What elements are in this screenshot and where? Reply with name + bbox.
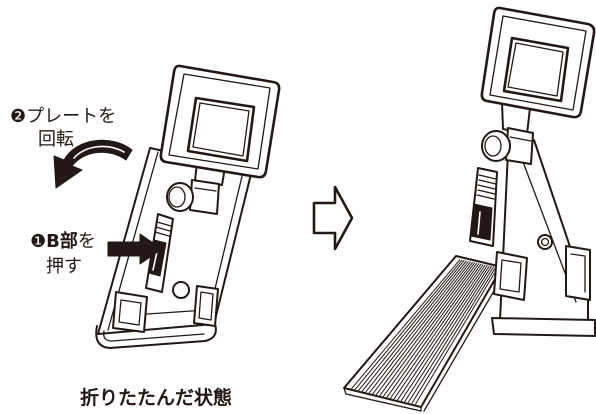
opened-stand-figure [343, 6, 596, 412]
ramp-stripe [404, 265, 493, 403]
lever-ridge [477, 184, 496, 190]
display-plate-screen-inner [192, 102, 250, 157]
hinge-block-edge [194, 187, 217, 192]
lever-ridge [156, 221, 172, 227]
foot-bracket [565, 245, 591, 301]
step-2-marker: ❷ [10, 106, 27, 127]
display-plate-frame-inner [489, 15, 587, 111]
ramp-stripes [350, 259, 499, 405]
ramp-stripe [393, 264, 486, 400]
hinge-block-edge [509, 136, 532, 142]
foot-bracket-inner [570, 253, 586, 293]
ramp-stripe [378, 262, 478, 397]
ramp-thickness-bottom [343, 387, 422, 412]
bracket-right [193, 285, 219, 327]
ramp-stripe [396, 265, 488, 401]
ramp-stripe [364, 260, 469, 394]
hinge-knob-face [168, 186, 186, 208]
lever-ridge [155, 226, 171, 232]
bracket-left [112, 291, 148, 333]
rotate-arrow-icon [53, 139, 133, 189]
display-plate-screen [186, 96, 256, 163]
folded-stand-figure [95, 64, 281, 349]
bracket-right-inner [198, 291, 214, 321]
stand-hole-inner [540, 237, 550, 247]
hinge-knob-face [484, 135, 502, 157]
rotate-arrow-highlight [73, 145, 125, 159]
folded-state-caption: 折りたたんだ状態 [80, 387, 233, 409]
lever-ridge [478, 174, 497, 180]
ramp-stripe [371, 261, 474, 395]
rotate-text: 回転 [38, 129, 74, 150]
stand-foot-inner [103, 330, 205, 342]
lever-ridge [476, 194, 495, 200]
hinge-block [189, 179, 220, 215]
stand-hole [172, 281, 190, 299]
ramp-stripe [350, 259, 461, 391]
lever-ridge [154, 231, 170, 237]
ramp-bracket-inner [499, 259, 522, 293]
display-plate-screen-inner [507, 42, 564, 97]
part-b-name: B部 [46, 231, 78, 252]
bracket-left-inner [118, 299, 142, 326]
next-step-arrow-icon [312, 185, 354, 251]
ramp-stripe [368, 261, 471, 395]
ramp-stripe [357, 260, 465, 392]
display-plate-screen [502, 36, 570, 103]
ramp-stripe [375, 262, 476, 396]
stand-base [491, 317, 596, 337]
step-1-marker: ❶ [30, 231, 47, 252]
ramp-stripe [389, 264, 484, 399]
latch-highlight [477, 211, 481, 235]
stand-foot [95, 323, 217, 349]
rotate-plate-label-line2: 回転 [38, 129, 74, 151]
press-particle: を [77, 231, 96, 252]
lever-ridge [477, 189, 496, 195]
press-text: 押す [46, 256, 82, 277]
press-arrow-icon [107, 233, 163, 265]
ramp-stripe [411, 266, 497, 404]
ramp-stripe [407, 266, 495, 403]
ramp-stripe [353, 259, 463, 391]
ramp-bracket [493, 251, 528, 301]
rotate-plate-label: ❷プレートを [10, 106, 116, 128]
press-part-b-label: ❶B部を [30, 231, 96, 253]
lever-ridge [478, 179, 497, 185]
hinge-knob [481, 130, 511, 162]
display-plate-frame-inner [168, 73, 271, 170]
ramp-stripe [400, 265, 490, 402]
hinge-knob [166, 182, 194, 212]
release-latch [470, 203, 493, 241]
ramp-stripe [382, 263, 480, 398]
rotate-plate-text: プレートを [26, 106, 117, 127]
ramp-stripe [386, 263, 482, 399]
ramp-stripe [361, 260, 467, 393]
ramp-stripe [414, 267, 499, 405]
press-part-b-label-line2: 押す [46, 256, 82, 278]
stand-hole [537, 234, 553, 250]
